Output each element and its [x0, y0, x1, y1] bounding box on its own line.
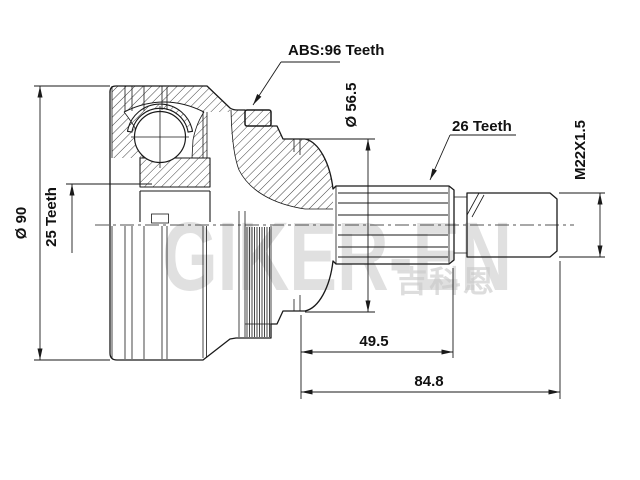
- len848-label: 84.8: [414, 373, 443, 390]
- dimension-dia90: Ø 90: [13, 85, 110, 361]
- dimension-dia56-5: Ø 56.5: [302, 82, 375, 313]
- spline-shaft: [335, 186, 450, 264]
- brand-watermark: GIKER-EN 吉科恩: [162, 202, 512, 311]
- teeth25-label: 25 Teeth: [43, 187, 60, 247]
- abs-label: ABS:96 Teeth: [288, 42, 384, 59]
- thread-stub: [454, 192, 558, 258]
- len495-label: 49.5: [359, 333, 388, 350]
- outer-race-profile: [109, 85, 455, 361]
- inner-race-section: [139, 157, 211, 188]
- dimension-teeth25: 25 Teeth: [43, 183, 152, 253]
- spline-teeth-lines: [338, 192, 448, 258]
- dimension-abs-ring: ABS:96 Teeth: [252, 42, 384, 106]
- teeth26-label: 26 Teeth: [452, 118, 512, 135]
- abs-ring-section-block: [244, 109, 272, 127]
- dimension-m22-thread: M22X1.5: [559, 120, 605, 258]
- abs-ring: [238, 109, 272, 337]
- dimension-teeth26: 26 Teeth: [429, 118, 516, 181]
- dimension-49-5: 49.5: [300, 268, 454, 399]
- relief-groove: [454, 196, 467, 254]
- abs-ring-teeth: [246, 227, 270, 337]
- dimension-84-8: 84.8: [301, 261, 561, 399]
- dia90-label: Ø 90: [13, 207, 30, 240]
- m22-label: M22X1.5: [572, 120, 589, 180]
- inner-race-bore: [139, 186, 211, 224]
- ball-bearing: [131, 106, 189, 168]
- circlip-groove: [151, 213, 169, 224]
- watermark-chinese-text: 吉科恩: [396, 265, 496, 300]
- dia56-label: Ø 56.5: [343, 82, 360, 127]
- thread-runout: [466, 192, 485, 218]
- hub-section: [231, 110, 333, 209]
